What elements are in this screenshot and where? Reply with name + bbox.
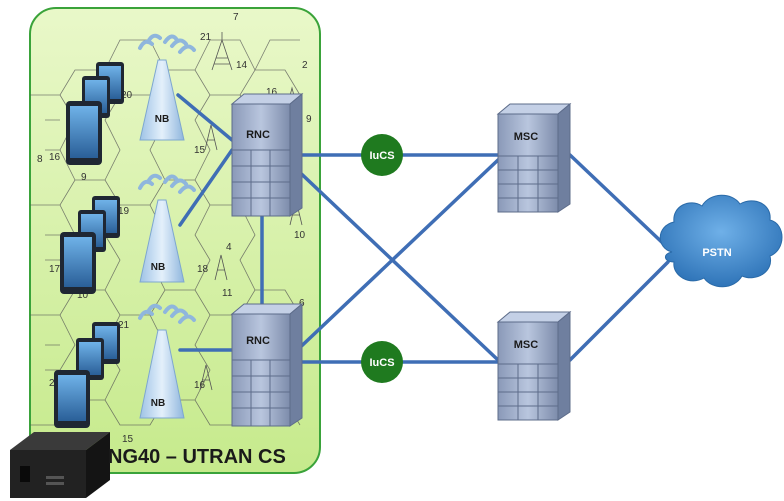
node-b-2: NB [138, 173, 196, 283]
cell-number: 10 [77, 290, 89, 301]
iucs-label: IuCS [369, 357, 394, 369]
msc-server-icon [497, 321, 559, 421]
link-msc2-pstn [568, 260, 670, 362]
cell-number: 15 [194, 145, 206, 156]
node-b-label: NB [151, 398, 165, 409]
pstn-label: PSTN [702, 247, 731, 259]
mobile-device-group-1 [66, 62, 124, 165]
msc-label: MSC [514, 339, 539, 351]
antenna-icon [138, 303, 196, 324]
node-b-tower-icon [139, 329, 185, 419]
pstn-cloud: PSTN [659, 194, 783, 288]
antenna-icon [138, 173, 196, 194]
cell-number: 21 [118, 320, 130, 331]
iucs-circle [361, 341, 403, 383]
rnc-server-icon [231, 103, 291, 217]
diagram-title: NG40 – UTRAN CS [108, 446, 286, 468]
cell-number: 11 [222, 288, 233, 299]
cell-number: 21 [200, 32, 212, 43]
link-nb1-rnc1 [176, 93, 234, 142]
cell-antenna-icon [211, 32, 233, 71]
ng40-hardware-box [10, 432, 110, 498]
network-links [176, 93, 670, 364]
cell-number: 8 [37, 154, 43, 165]
rnc-server-2: RNC [230, 302, 304, 427]
cell-number: 9 [81, 172, 87, 183]
msc-server-icon [497, 113, 559, 213]
rnc-label: RNC [246, 335, 270, 347]
cell-antenna-icon [214, 254, 228, 281]
msc-server-2: MSC [496, 310, 572, 421]
cell-number: 15 [122, 434, 134, 445]
antenna-icon [138, 33, 196, 54]
cell-number: 2 [302, 60, 308, 71]
node-b-label: NB [155, 114, 169, 125]
link-rnc1-msc2 [290, 163, 500, 362]
cell-number: 18 [197, 264, 209, 275]
cell-antenna-icon [199, 364, 213, 391]
cell-number: 10 [294, 230, 306, 241]
rnc-label: RNC [246, 129, 270, 141]
cloud-icon [659, 194, 783, 288]
iucs-label: IuCS [369, 150, 394, 162]
cell-number: 16 [266, 87, 278, 98]
cell-number: 14 [236, 60, 248, 71]
cell-number: 17 [49, 264, 61, 275]
node-b-1: NB [138, 33, 196, 141]
cell-number: 4 [226, 242, 232, 253]
iucs-node-2: IuCS [361, 341, 403, 383]
node-b-tower-icon [139, 59, 185, 141]
msc-label: MSC [514, 131, 539, 143]
node-b-label: NB [151, 262, 165, 273]
node-b-3: NB [138, 303, 196, 419]
cell-antenna-icon [204, 124, 218, 151]
cell-number: 7 [233, 12, 239, 23]
link-nb2-rnc1 [178, 148, 234, 227]
mobile-device-group-2 [60, 196, 120, 294]
cell-number: 16 [194, 380, 206, 391]
iucs-node-1: IuCS [361, 134, 403, 176]
link-msc1-pstn [568, 153, 670, 250]
cell-number: 20 [121, 90, 133, 101]
link-rnc2-msc1 [290, 158, 500, 357]
mobile-device-group-3 [54, 322, 120, 428]
msc-server-1: MSC [496, 102, 572, 213]
cell-number: 16 [49, 152, 61, 163]
iucs-circle [361, 134, 403, 176]
rnc-server-1: RNC [230, 92, 304, 217]
node-b-tower-icon [139, 199, 185, 283]
rnc-server-icon [231, 313, 291, 427]
cell-number: 19 [118, 206, 130, 217]
cell-number: 9 [306, 114, 312, 125]
